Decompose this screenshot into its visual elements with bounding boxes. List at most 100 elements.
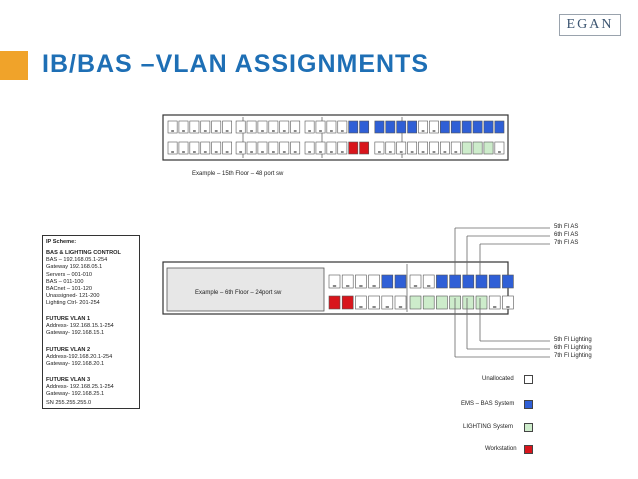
port-unallocated (450, 141, 461, 155)
legend-swatch-lighting (524, 423, 533, 432)
port-unallocated (189, 120, 200, 134)
legend-label-unallocated: Unallocated (482, 376, 514, 382)
port-ems (494, 120, 505, 134)
port-ems (483, 120, 494, 134)
port-notch (308, 130, 311, 132)
port-ems (385, 120, 396, 134)
port-lighting (422, 295, 435, 310)
callout-5th-lighting: 5th Fl Lighting (554, 337, 592, 343)
port-unallocated (488, 295, 501, 310)
section-title: FUTURE VLAN 1 (46, 316, 91, 322)
port-notch (388, 151, 392, 153)
port-unallocated (337, 120, 348, 134)
ip-line: Lighting Ctrl- 201-254 (46, 300, 100, 307)
port-lighting (461, 141, 472, 155)
switch2-label-panel (166, 267, 325, 312)
ip-section-vlan2: FUTURE VLAN 2 Address-192.168.20.1-254 G… (46, 347, 112, 369)
legend-label-lighting: LIGHTING System (463, 424, 514, 430)
ip-line: Servers – 001-010 (46, 271, 93, 278)
port-unallocated (268, 120, 279, 134)
port-notch (378, 151, 381, 153)
port-ems (407, 120, 418, 134)
logo-text: EGAN (566, 17, 614, 32)
port-notch (330, 151, 333, 153)
ip-line: Gateway- 192.168.15.1 (46, 330, 105, 337)
port-ems (439, 120, 450, 134)
port-ems (461, 120, 472, 134)
ip-line: Address- 192.168.15.1-254 (46, 323, 114, 330)
port-notch (203, 130, 207, 132)
title-accent-bar (0, 51, 28, 80)
callout-lines (454, 227, 550, 358)
port-ems (502, 274, 514, 289)
port-notch (214, 130, 218, 132)
port-workstation (348, 141, 359, 155)
switch1-caption: Example – 15th Floor – 48 port sw (192, 171, 284, 177)
ip-line: BAS – 192.168.05.1-254 (46, 257, 108, 264)
port-notch (282, 130, 286, 132)
port-unallocated (200, 141, 211, 155)
port-unallocated (341, 274, 354, 289)
ip-line: Gateway- 192.168.25.1 (46, 391, 105, 398)
port-lighting (483, 141, 494, 155)
callout-7th-lighting: 7th Fl Lighting (554, 353, 592, 359)
port-ems (488, 274, 501, 289)
port-unallocated (396, 141, 407, 155)
port-notch (359, 306, 363, 308)
ip-line: BACnet – 101-120 (46, 286, 93, 293)
port-notch (261, 151, 264, 153)
switch2-label: Example – 6th Floor – 24port sw (195, 290, 282, 296)
port-notch (421, 130, 425, 132)
port-unallocated (290, 141, 301, 155)
port-ems (472, 120, 483, 134)
port-notch (225, 130, 229, 132)
port-lighting (409, 295, 422, 310)
port-unallocated (268, 141, 279, 155)
egan-logo: EGAN (559, 14, 621, 36)
port-unallocated (304, 141, 315, 155)
port-unallocated (257, 120, 268, 134)
port-notch (293, 130, 297, 132)
port-unallocated (381, 295, 394, 310)
port-ems (475, 274, 488, 289)
port-unallocated (355, 274, 367, 289)
port-unallocated (394, 295, 407, 310)
port-unallocated (315, 141, 326, 155)
legend-label-ems: EMS – BAS System (461, 401, 515, 407)
port-notch (359, 285, 363, 287)
ip-line: Gateway- 192.168.20.1 (46, 361, 105, 368)
port-notch (225, 151, 229, 153)
port-notch (346, 285, 350, 287)
slide-title: IB/BAS –VLAN ASSIGNMENTS (42, 50, 430, 78)
subnet-mask: SN 255.255.255.0 (46, 400, 92, 406)
port-unallocated (279, 141, 290, 155)
port-unallocated (246, 120, 257, 134)
port-unallocated (494, 141, 505, 155)
port-workstation (359, 141, 370, 155)
port-unallocated (315, 120, 326, 134)
port-notch (171, 151, 174, 153)
port-workstation (328, 295, 341, 310)
port-unallocated (222, 120, 233, 134)
port-unallocated (407, 141, 418, 155)
port-ems (462, 274, 475, 289)
port-notch (171, 130, 174, 132)
port-unallocated (502, 295, 514, 310)
port-unallocated (235, 141, 246, 155)
port-unallocated (246, 141, 257, 155)
port-unallocated (189, 141, 200, 155)
port-notch (214, 151, 218, 153)
port-unallocated (304, 120, 315, 134)
port-notch (272, 151, 275, 153)
port-notch (272, 130, 275, 132)
port-ems (449, 274, 461, 289)
ip-section-bas: BAS & LIGHTING CONTROL BAS – 192.168.05.… (46, 250, 121, 308)
port-notch (372, 306, 376, 308)
port-ems (450, 120, 461, 134)
port-ems (396, 120, 407, 134)
legend-swatch-ems (524, 400, 533, 409)
callout-7th-as: 7th Fl AS (554, 240, 579, 246)
port-unallocated (178, 120, 189, 134)
port-notch (193, 151, 196, 153)
